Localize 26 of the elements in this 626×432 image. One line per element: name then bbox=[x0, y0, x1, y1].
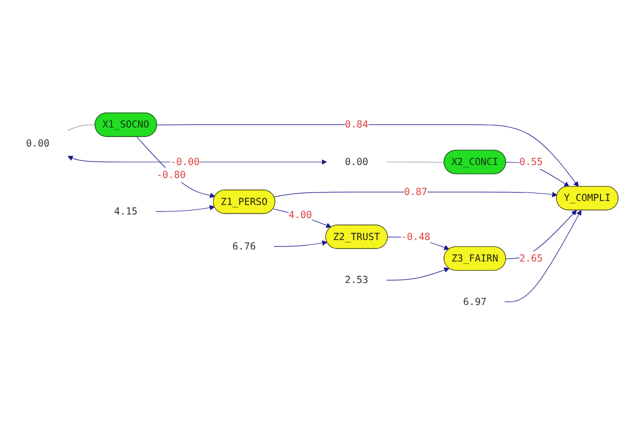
edge-label: 4.00 bbox=[288, 209, 312, 221]
connector bbox=[67, 125, 96, 132]
edge-label: -0.80 bbox=[156, 169, 186, 181]
node-text: 0.00 bbox=[344, 156, 368, 168]
edge-label: 0.84 bbox=[344, 119, 368, 131]
arrow bbox=[274, 240, 328, 248]
connector bbox=[386, 162, 445, 164]
edge-label: 0.55 bbox=[519, 156, 543, 168]
arrow bbox=[156, 124, 579, 188]
edge-label: 0.87 bbox=[404, 186, 428, 198]
edge-label: -0.00 bbox=[170, 156, 200, 168]
path-diagram: -0.00 -0.80 0.84 0.55 0.87 4.00 -0.48 2.65 0.00 X1_SOCNO 0.00 X2_CONCI Z1_PERSO 4.15 Z2_TRUST 6.76 Z3_FAIRN 2.53 Y_COMPLI 6.97 bbox=[3, 108, 623, 324]
node-text: 6.97 bbox=[463, 296, 487, 308]
edge-label: -0.48 bbox=[401, 231, 430, 243]
arrow bbox=[386, 268, 450, 281]
arrow bbox=[136, 136, 216, 198]
node-text: 0.00 bbox=[26, 138, 50, 150]
arrow bbox=[506, 210, 577, 260]
arrow bbox=[155, 205, 215, 212]
node-text: 6.76 bbox=[232, 240, 256, 252]
arrow bbox=[274, 192, 558, 198]
edge-label: 2.65 bbox=[519, 252, 543, 264]
node-text: 4.15 bbox=[114, 206, 138, 218]
arrow bbox=[506, 162, 570, 188]
arrow bbox=[504, 210, 582, 303]
node-text: 2.53 bbox=[344, 274, 368, 286]
